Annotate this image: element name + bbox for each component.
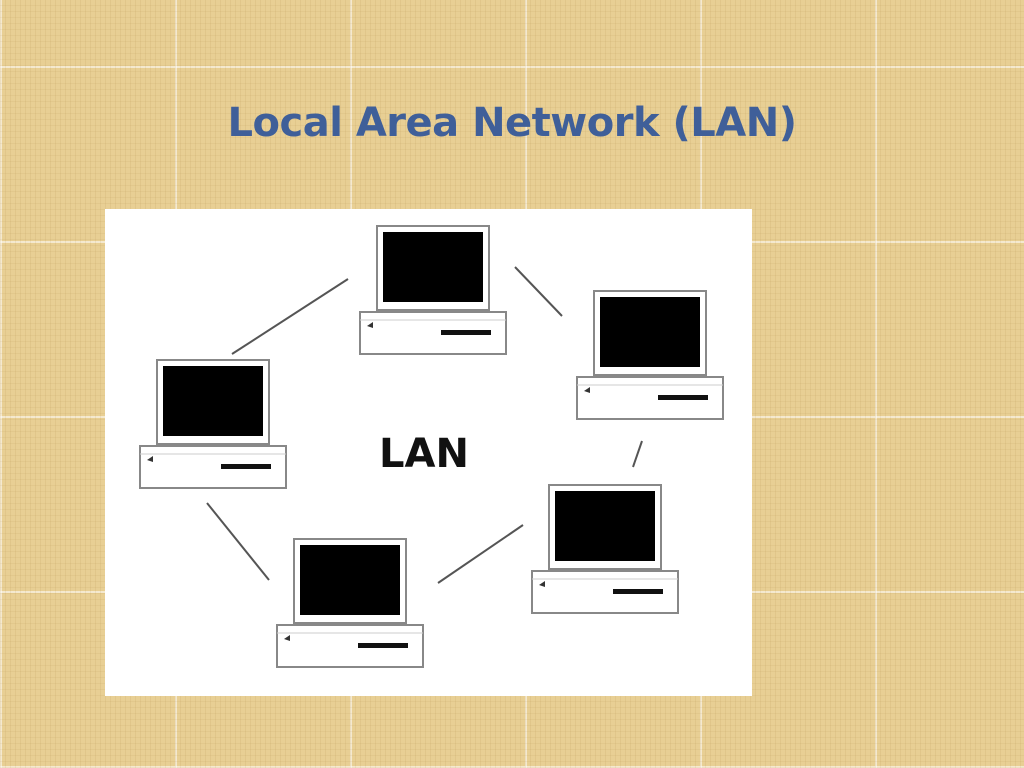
slide-title: Local Area Network (LAN) <box>227 100 797 146</box>
computer-bottom <box>276 538 424 668</box>
computer-top <box>359 225 507 355</box>
cable-top-left <box>231 278 349 355</box>
lan-label: LAN <box>379 431 469 477</box>
cable-top-right <box>514 266 563 317</box>
lan-diagram: LAN <box>105 209 752 696</box>
cable-bottom-right <box>437 524 524 584</box>
computer-bottom-right <box>531 484 679 614</box>
cable-right <box>632 440 643 468</box>
cable-bottom-left <box>206 502 270 581</box>
lan-diagram-svg: LAN <box>139 225 724 668</box>
computer-top-right <box>576 290 724 420</box>
computer-left <box>139 359 287 489</box>
